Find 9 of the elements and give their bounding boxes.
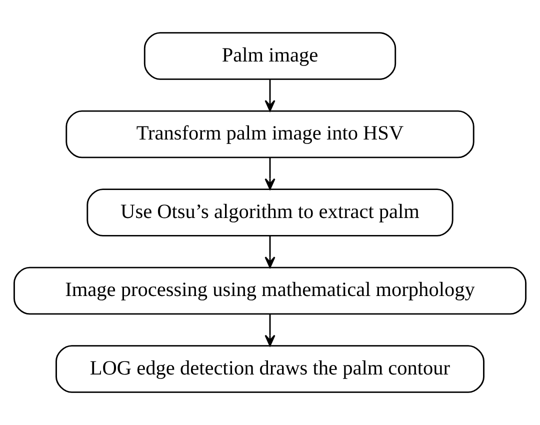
arrow: [264, 158, 276, 190]
node-box: Palm image: [144, 32, 396, 80]
node-box: Image processing using mathematical morphology: [14, 266, 526, 315]
arrow: [264, 79, 276, 112]
node-box: LOG edge detection draws the palm contour: [56, 345, 484, 393]
node-box: Use Otsu’s algorithm to extract palm: [86, 188, 454, 236]
node-box: Transform palm image into HSV: [66, 110, 474, 158]
arrow: [264, 236, 276, 268]
arrow: [264, 314, 276, 346]
